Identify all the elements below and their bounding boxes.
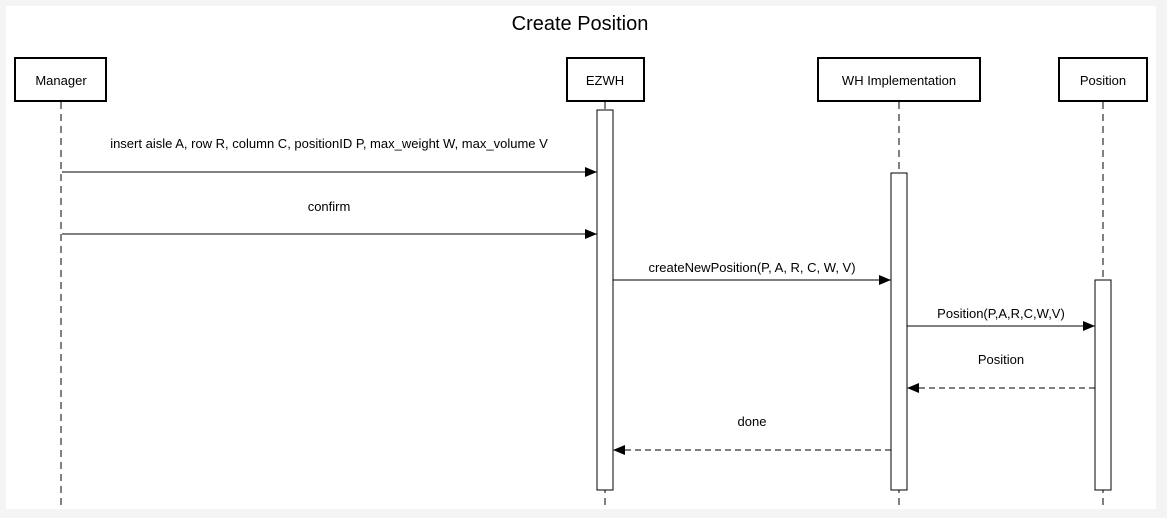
participant-label: Manager: [35, 73, 87, 88]
message-label: done: [738, 414, 767, 429]
activation-ezwh: [596, 109, 614, 491]
participant-ezwh: EZWH: [566, 57, 645, 102]
message-label: confirm: [308, 199, 351, 214]
participant-label: WH Implementation: [842, 73, 956, 88]
diagram-title: Create Position: [512, 13, 649, 35]
activation-position: [1094, 279, 1112, 491]
participant-manager: Manager: [14, 57, 107, 102]
message-label: insert aisle A, row R, column C, positio…: [110, 136, 548, 151]
message-label: Position: [978, 352, 1024, 367]
participant-label: EZWH: [586, 73, 624, 88]
participant-wh-implementation: WH Implementation: [817, 57, 981, 102]
participant-position: Position: [1058, 57, 1148, 102]
activation-wh-implementation: [890, 172, 908, 491]
message-label: Position(P,A,R,C,W,V): [937, 306, 1065, 321]
message-label: createNewPosition(P, A, R, C, W, V): [648, 260, 855, 275]
participant-label: Position: [1080, 73, 1126, 88]
